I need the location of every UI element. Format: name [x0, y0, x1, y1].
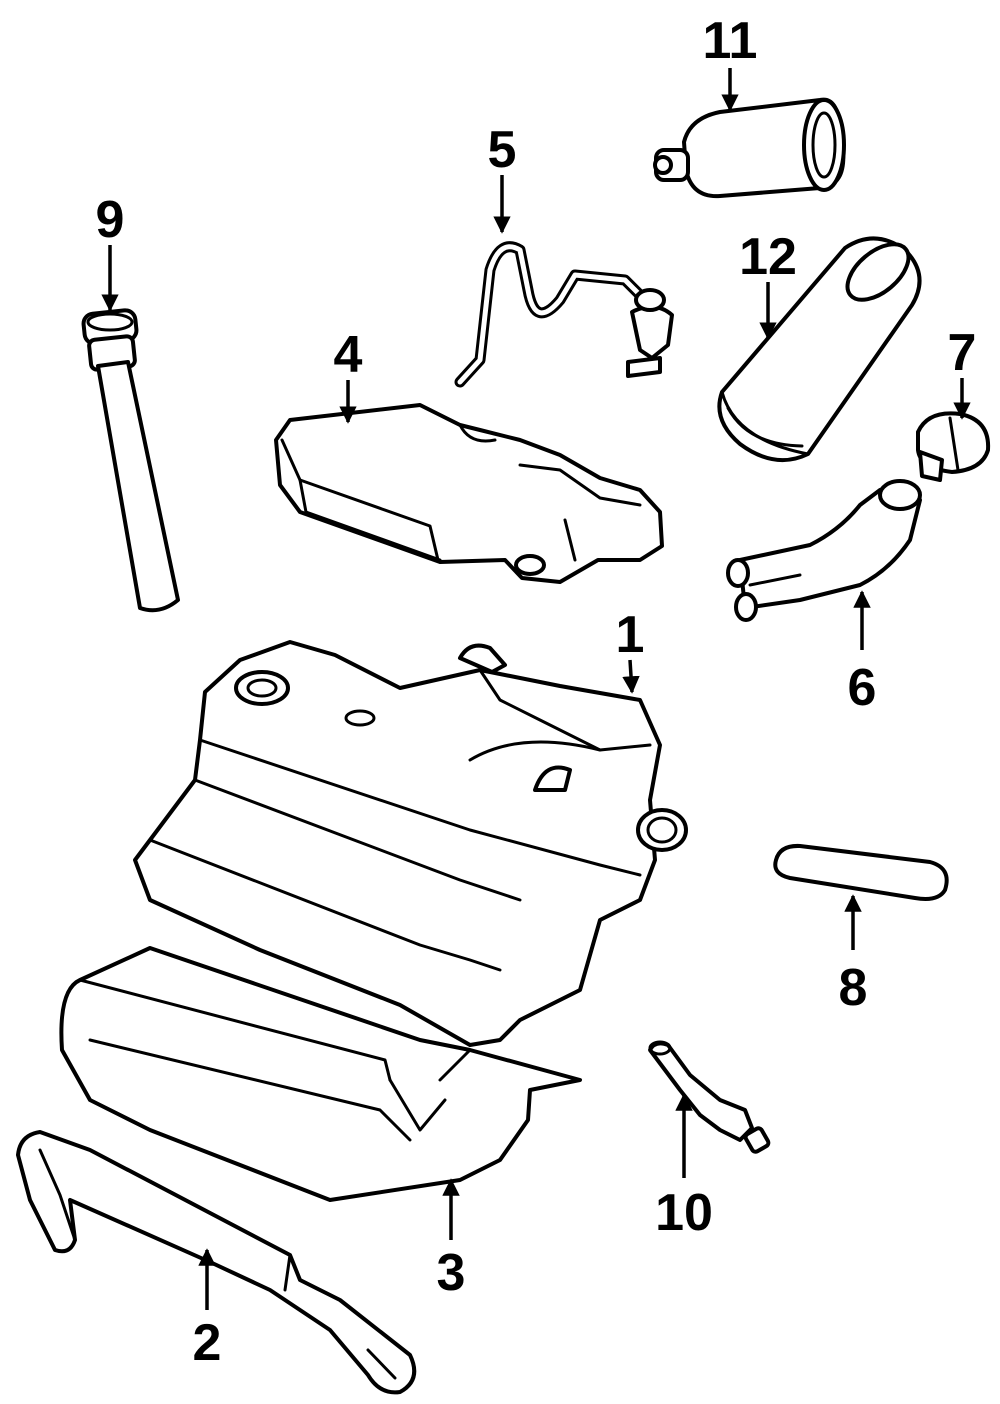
callout-labels: 1 2 3 4 5 6 7 8 9 10 11 12	[96, 12, 977, 1372]
part-7-cap[interactable]	[916, 411, 991, 482]
part-5-vent-hose[interactable]	[454, 241, 674, 388]
callout-6: 6	[848, 659, 877, 717]
callout-4: 4	[334, 326, 363, 384]
leader-lines	[101, 68, 971, 1310]
leader-1	[622, 659, 640, 694]
callout-11: 11	[703, 12, 758, 70]
callout-9: 9	[96, 191, 125, 249]
callout-8: 8	[839, 959, 868, 1017]
callout-10: 10	[655, 1184, 713, 1242]
part-11-fuel-filter[interactable]	[653, 97, 846, 199]
callout-5: 5	[488, 121, 517, 179]
part-12-filter-sleeve[interactable]	[717, 234, 922, 462]
part-2-strap[interactable]	[16, 1130, 417, 1395]
part-3-skid-plate[interactable]	[59, 946, 582, 1202]
callout-1: 1	[616, 606, 645, 664]
callout-12: 12	[739, 228, 797, 286]
callout-7: 7	[948, 324, 977, 382]
part-8-hose[interactable]	[773, 843, 949, 901]
part-10-sender[interactable]	[648, 1040, 771, 1154]
callout-2: 2	[193, 1314, 222, 1372]
part-9-filler-neck[interactable]	[81, 308, 180, 613]
part-1-fuel-tank[interactable]	[133, 640, 688, 1047]
part-4-tank-shield[interactable]	[274, 403, 664, 584]
callout-3: 3	[437, 1244, 466, 1302]
part-6-y-pipe[interactable]	[726, 479, 922, 622]
